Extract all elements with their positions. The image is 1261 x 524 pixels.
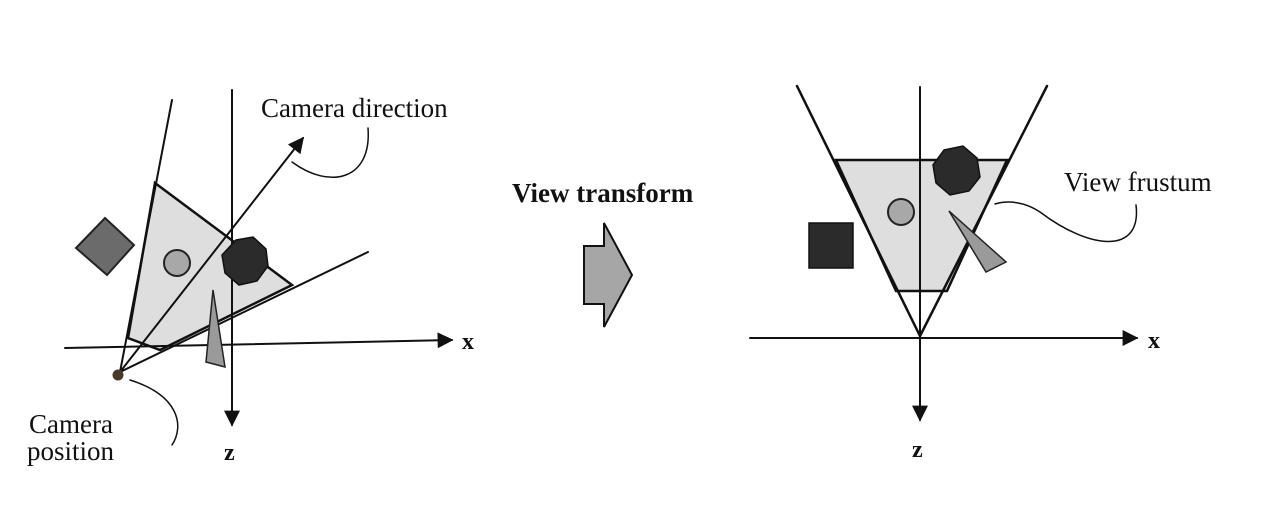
- sphere-icon: [163, 249, 191, 277]
- left-x-axis-label: x: [462, 329, 474, 355]
- sphere-icon: [887, 198, 915, 226]
- square-box-icon: [74, 216, 136, 277]
- camera-position-label-line1: Camera: [29, 409, 113, 439]
- camera-position-callout: [129, 379, 179, 446]
- camera-direction-label: Camera direction: [261, 93, 448, 123]
- right-panel: View frustum x z: [749, 84, 1212, 463]
- right-arrow-icon: [583, 222, 634, 328]
- view-transform-label: View transform: [512, 178, 694, 208]
- left-x-axis: [64, 332, 454, 349]
- camera-position-point: [112, 369, 124, 381]
- left-frustum-edge-upper: [119, 99, 173, 373]
- left-panel: Camera direction Camera position x z: [27, 89, 474, 466]
- octagon-icon: [221, 236, 269, 286]
- transform-section: View transform: [512, 178, 694, 328]
- right-z-axis-label: z: [912, 437, 923, 463]
- octagon-icon: [932, 145, 981, 196]
- camera-position-label-line2: position: [27, 436, 115, 466]
- left-frustum-edge-lower: [119, 251, 369, 373]
- right-frustum: [834, 158, 1009, 293]
- camera-direction-arrow: [119, 136, 304, 373]
- cone-icon: [205, 289, 226, 369]
- square-box-icon: [808, 222, 854, 269]
- camera-direction-callout: [291, 127, 369, 178]
- left-z-axis-label: z: [224, 440, 235, 466]
- right-frustum-edge-right: [918, 84, 1049, 338]
- view-frustum-callout: [994, 201, 1138, 243]
- view-frustum-label: View frustum: [1064, 167, 1212, 197]
- cone-icon: [948, 210, 1008, 273]
- right-frustum-edge-left: [795, 84, 922, 338]
- right-x-axis-label: x: [1148, 328, 1160, 354]
